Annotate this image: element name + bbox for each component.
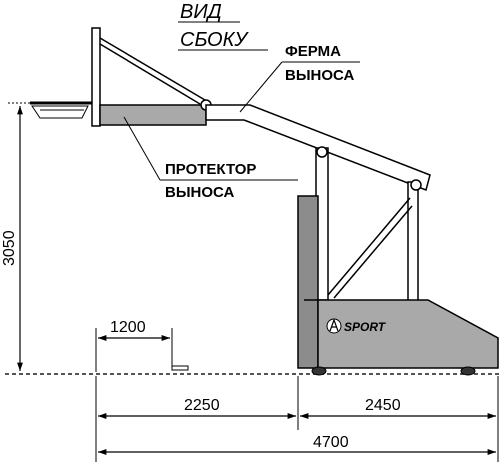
protector-leader xyxy=(123,116,161,181)
protector-label-line2: ВЫНОСА xyxy=(165,184,234,201)
base-front-panel xyxy=(297,195,319,369)
truss-label-line2: ВЫНОСА xyxy=(285,67,354,84)
truss-leader xyxy=(239,61,283,113)
sport-logo-mark xyxy=(329,318,339,332)
hinge-post xyxy=(316,146,328,158)
diagonal-strut xyxy=(327,197,411,296)
base-body xyxy=(317,299,499,369)
net xyxy=(31,105,89,119)
rear-wheel xyxy=(460,366,476,376)
view-title-line2: СБОКУ xyxy=(180,29,249,51)
overhang-protector xyxy=(99,104,207,126)
upper-brace-inner xyxy=(99,43,201,105)
truss-label-line1: ФЕРМА xyxy=(285,43,341,60)
rear-post xyxy=(407,181,419,311)
total-dimension-label: 4700 xyxy=(313,434,349,451)
overhang-dimension-label: 1200 xyxy=(110,319,146,336)
hinge-rear xyxy=(410,179,422,191)
height-dimension-label: 3050 xyxy=(1,230,18,266)
floor-marker xyxy=(171,365,189,371)
backboard xyxy=(91,27,101,127)
reach-dimension-label: 2250 xyxy=(184,397,220,414)
protector-label-line1: ПРОТЕКТОР xyxy=(165,161,256,178)
view-title-line1: ВИД xyxy=(180,1,222,23)
base-dimension-label: 2450 xyxy=(365,397,401,414)
upper-brace xyxy=(99,37,206,101)
brand-logo-text: SPORT xyxy=(344,320,387,334)
front-wheel xyxy=(311,366,327,376)
diagonal-strut-inner xyxy=(333,205,413,299)
